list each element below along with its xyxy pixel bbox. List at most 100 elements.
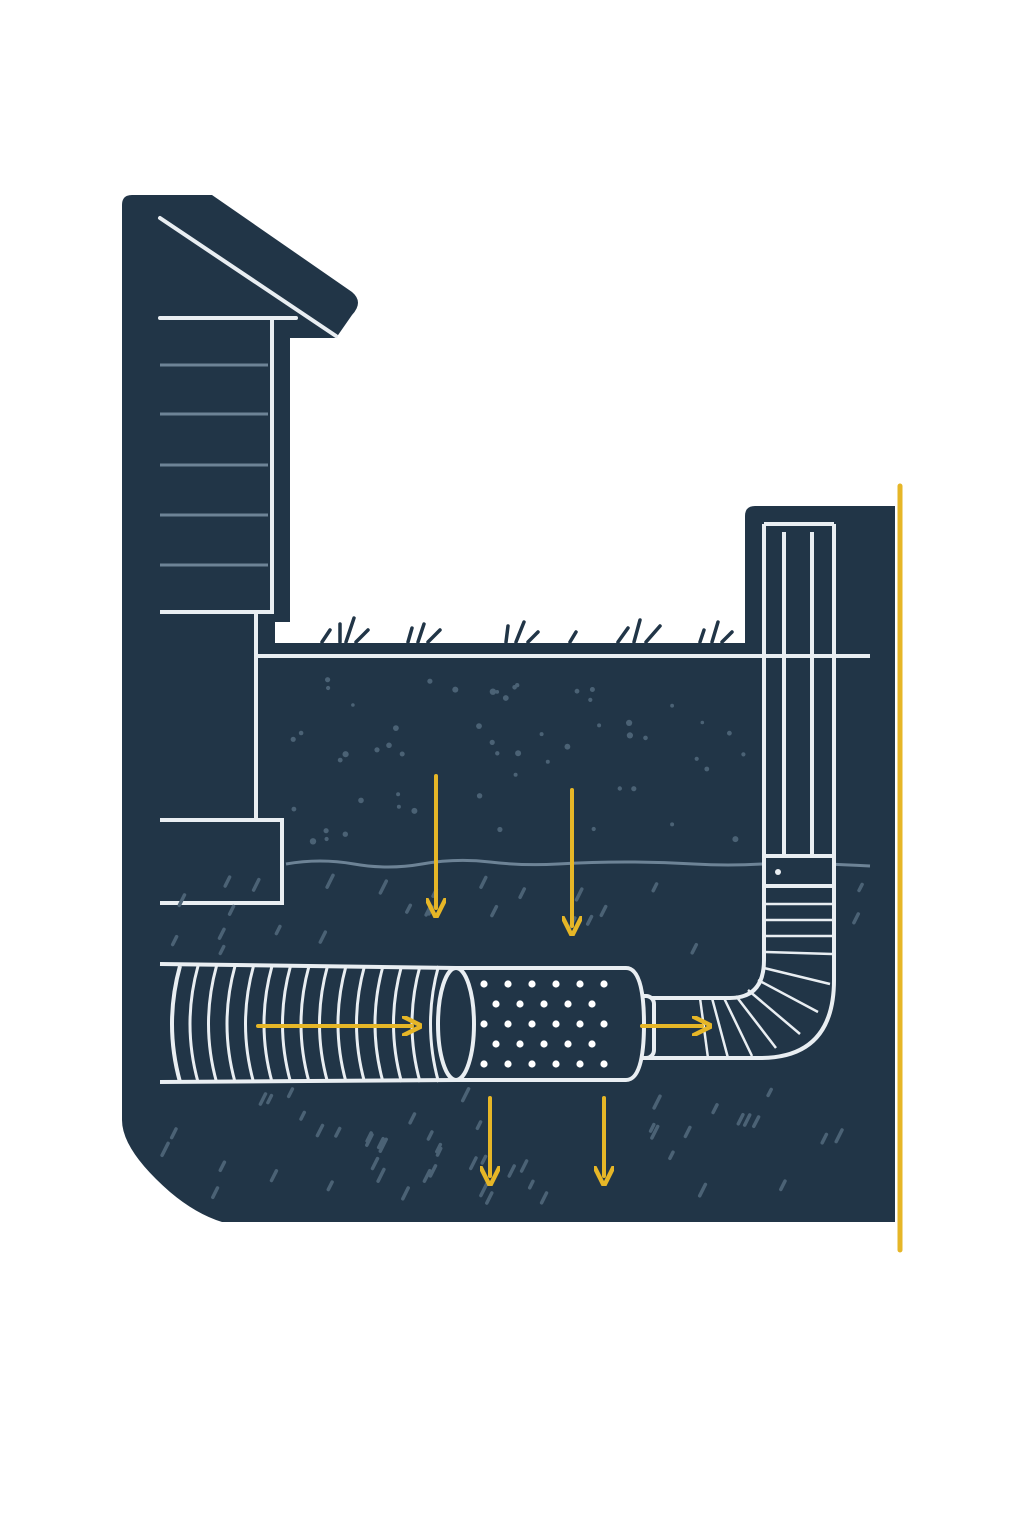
gravel-speck [251, 877, 261, 892]
soil-speck [727, 730, 732, 736]
gravel-speck [574, 887, 584, 902]
soil-speck [597, 723, 602, 728]
gravel-speck [650, 1124, 660, 1140]
soil-speck [476, 723, 482, 729]
gravel-speck [651, 882, 659, 893]
soil-speck [337, 757, 343, 763]
gravel-speck [422, 1168, 432, 1183]
gravel-speck [299, 1110, 307, 1121]
soil-speck [589, 687, 595, 692]
perforation-dot [504, 1060, 512, 1068]
water-line-icon [285, 858, 871, 869]
gravel-speck [426, 1130, 434, 1141]
gravel-speck [160, 1141, 170, 1158]
soil-speck [670, 703, 674, 708]
gravel-speck [711, 1103, 719, 1115]
soil-speck [513, 772, 518, 777]
perforation-dot [600, 1020, 608, 1028]
gravel-speck [766, 1087, 773, 1098]
soil-speck [326, 685, 331, 691]
gravel-speck [852, 912, 861, 925]
house-siding-icon [160, 318, 284, 905]
gravel-speck [683, 1125, 692, 1139]
perforated-pipe-icon [436, 966, 647, 1082]
soil-speck [358, 797, 364, 804]
perforation-dot [504, 1020, 512, 1028]
gravel-speck [668, 1150, 675, 1161]
soil-speck [626, 719, 633, 727]
gravel-speck [507, 1164, 516, 1178]
gravel-speck [428, 1164, 438, 1178]
soil-speck [512, 685, 517, 690]
soil-speck [427, 678, 433, 684]
soil-speck [396, 804, 401, 809]
siding-lines [160, 363, 268, 567]
corrugation-rib [188, 965, 200, 1083]
perforation-dot [552, 1060, 560, 1068]
gravel-speck [218, 944, 226, 956]
soil-speck [495, 690, 500, 694]
gravel-speck [599, 904, 608, 918]
soil-speck [476, 793, 483, 799]
perforation-dot [588, 1000, 596, 1008]
perforation-dot [600, 980, 608, 988]
gravel-speck [370, 1156, 380, 1171]
gravel-speck [834, 1128, 844, 1144]
gravel-speck [408, 1112, 417, 1125]
gravel-speck [378, 879, 389, 895]
soil-speck [495, 751, 500, 756]
gravel-speck [742, 1113, 752, 1127]
gravel-speck [519, 1159, 529, 1173]
gravel-speck [779, 1179, 787, 1192]
perforation-dot [576, 1060, 584, 1068]
grass-icon [320, 616, 734, 644]
gravel-speck [274, 924, 282, 936]
perforation-dot [540, 1040, 548, 1048]
perforation-dots [480, 980, 608, 1068]
gravel-speck [518, 887, 527, 900]
perforation-dot [480, 980, 488, 988]
gravel-speck [697, 1182, 708, 1198]
gravel-speck [485, 1191, 494, 1205]
perforation-dot [504, 980, 512, 988]
gravel-speck [820, 1132, 829, 1145]
soil-speck [591, 826, 596, 832]
gravel-speck [326, 1180, 334, 1192]
gravel-speck [539, 1191, 549, 1205]
soil-speck [290, 736, 296, 742]
gravel-speck [376, 1167, 386, 1183]
soil-speck [309, 838, 317, 845]
soil-speck [643, 735, 648, 741]
gravel-speck [218, 1160, 227, 1173]
perforation-dot [576, 980, 584, 988]
perforation-dot [600, 1060, 608, 1068]
flow-arrows [256, 774, 702, 1176]
perforation-dot [480, 1020, 488, 1028]
perforation-dot [528, 1060, 536, 1068]
gravel-speck [857, 882, 864, 893]
gravel-speck [490, 904, 499, 918]
gravel-speck [480, 1154, 488, 1165]
soil-speck [741, 752, 746, 757]
corrugation-rib [207, 965, 218, 1083]
soil-speck [539, 732, 544, 737]
soil-speck [700, 720, 705, 725]
soil-speck [670, 822, 675, 827]
gravel-speck [690, 942, 699, 955]
gravel-speck [211, 1186, 220, 1200]
gravel-speck [752, 1115, 761, 1129]
gravel-speck [365, 1132, 374, 1147]
perforation-dot [552, 980, 560, 988]
soil-speck [497, 826, 503, 833]
soil-speck [588, 697, 593, 703]
soil-speck [704, 766, 710, 772]
elbow-pipe-icon [640, 886, 836, 1060]
gravel-speck [318, 930, 328, 944]
soil-speck [411, 807, 418, 814]
perforation-dot [564, 1040, 572, 1048]
gravel-speck [479, 875, 488, 889]
downspout-icon [762, 522, 836, 888]
gravel-speck [266, 1093, 274, 1105]
soil-speck [325, 677, 331, 683]
